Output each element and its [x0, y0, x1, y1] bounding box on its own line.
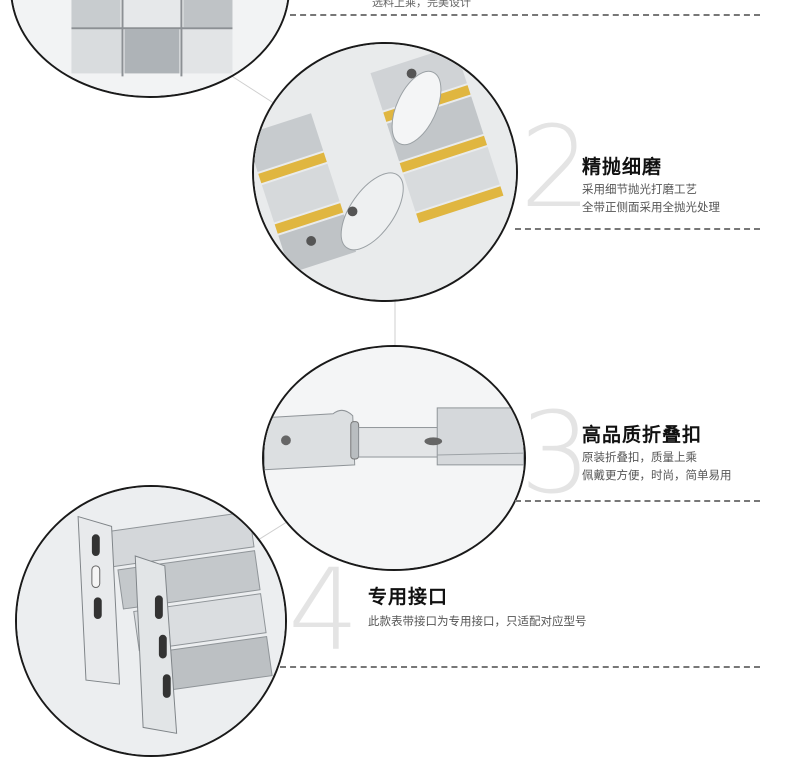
- photo-two-tone-links: [252, 42, 518, 302]
- feature-desc-line: 全带正侧面采用全抛光处理: [582, 200, 720, 214]
- feature-title-connector: 专用接口: [368, 586, 449, 608]
- feature-desc-line: 采用细节抛光打磨工艺: [582, 182, 697, 196]
- feature-number-3: 3: [520, 389, 592, 519]
- divider-4: [280, 666, 760, 668]
- clasp-image: [264, 347, 524, 569]
- feature-desc-line: 此款表带接口为专用接口，只适配对应型号: [368, 614, 587, 628]
- feature-title-polishing: 精抛细磨: [582, 156, 663, 178]
- two-tone-links-image: [254, 44, 516, 300]
- feature-number-2: 2: [520, 103, 592, 233]
- feature-desc-line: 佩戴更方便，时尚，简单易用: [582, 468, 732, 482]
- feature-number-4: 4: [288, 546, 360, 676]
- photo-folding-clasp: [262, 345, 526, 571]
- divider-2: [515, 228, 760, 230]
- photo-connector-adapter: [15, 485, 287, 757]
- top-caption: 选料上乘，完美设计: [372, 0, 471, 9]
- divider-3: [515, 500, 760, 502]
- connector-image: [17, 487, 285, 755]
- photo-polished-links: [10, 0, 290, 98]
- feature-title-clasp: 高品质折叠扣: [582, 424, 703, 446]
- feature-desc-line: 原装折叠扣，质量上乘: [582, 450, 697, 464]
- steel-links-image: [12, 0, 288, 96]
- divider-1: [290, 14, 760, 16]
